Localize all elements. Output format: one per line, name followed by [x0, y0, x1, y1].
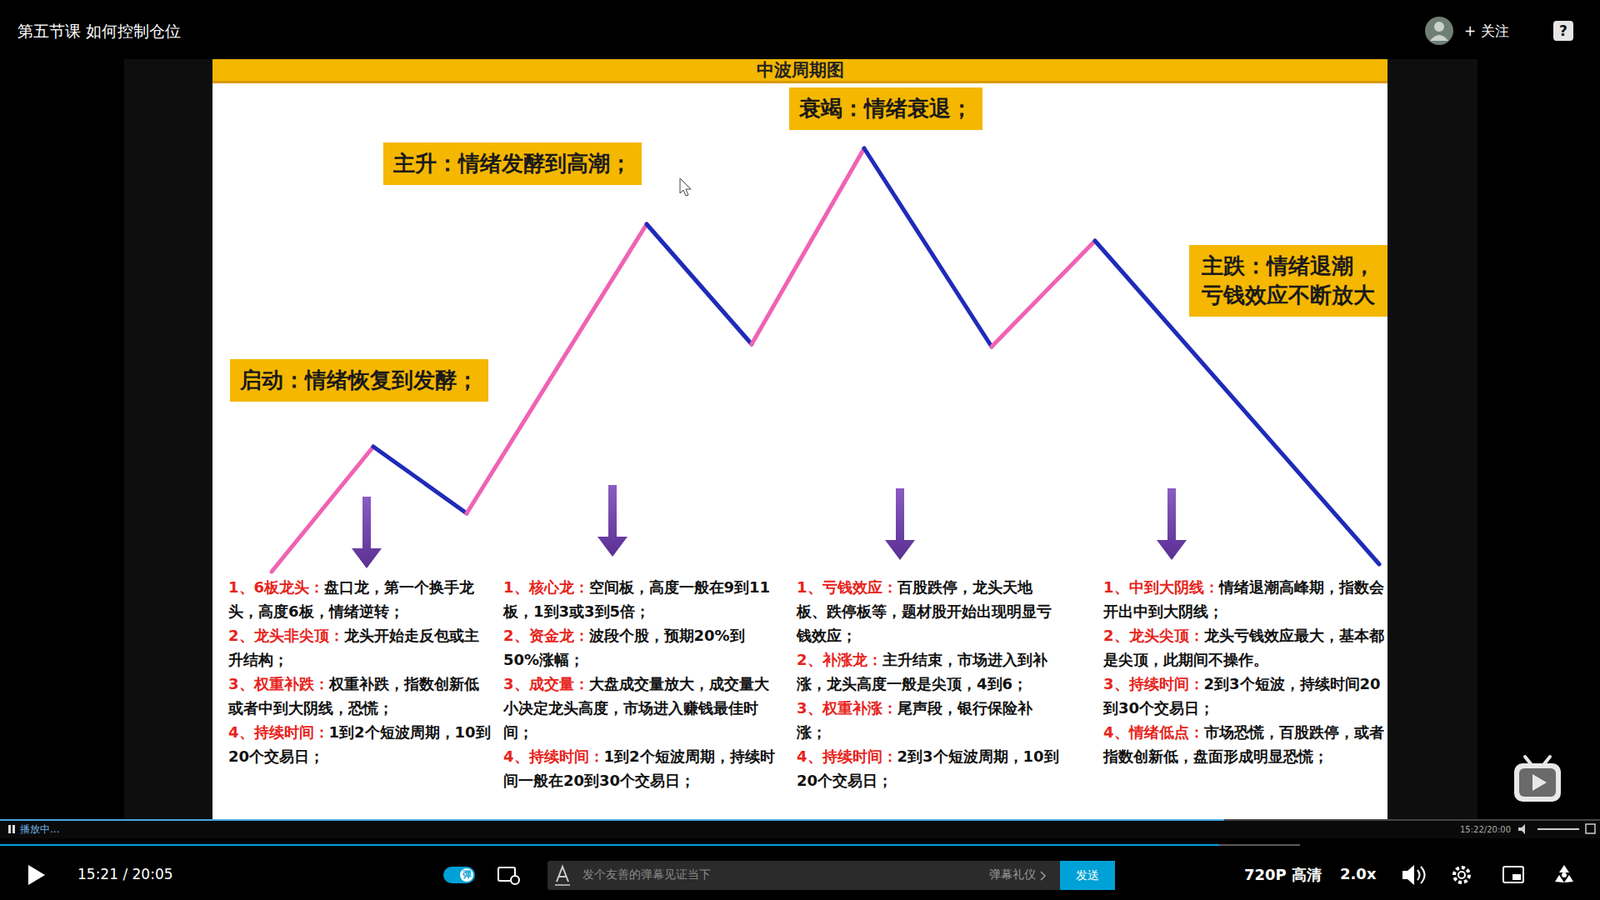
- mouse-cursor: [680, 178, 691, 196]
- avatar-body: [1430, 35, 1449, 41]
- note-item: 3、持续时间：2到3个短波，持续时间20到30个交易日；: [1103, 671, 1387, 720]
- avatar: [1425, 16, 1454, 45]
- stage-text: 主跌：情绪退潮， 亏钱效应不断放大: [1199, 251, 1378, 310]
- input-placeholder: 发个友善的弹幕见证当下: [582, 867, 711, 883]
- note-keyword: 1、亏钱效应：: [796, 578, 898, 596]
- note-item: 3、权重补跌：权重补跌，指数创新低或者中到大阴线，恐慌；: [228, 671, 494, 720]
- tv-icon: [1514, 756, 1561, 802]
- danmaku-toggle: [443, 866, 475, 884]
- status-strip: [0, 820, 1600, 839]
- mini-time: 15:22/20:00: [1460, 825, 1511, 835]
- note-item: 4、持续时间：1到2个短波周期，10到20个交易日；: [228, 720, 494, 769]
- settings-gear-hole: [1458, 871, 1465, 879]
- progress-line: [0, 819, 1225, 821]
- mini-volume-slider: [1537, 828, 1580, 830]
- stage-box: 主升：情绪发酵到高潮；: [383, 142, 642, 185]
- time-display: 15:21 / 20:05: [77, 865, 174, 883]
- note-keyword: 3、成交量：: [503, 675, 590, 693]
- follow-button: + 关注: [1464, 21, 1510, 41]
- note-column: 1、中到大阴线：情绪退潮高峰期，指数会开出中到大阴线；2、龙头尖顶：龙头亏钱效应…: [1103, 575, 1387, 769]
- note-item: 4、持续时间：2到3个短波周期，10到20个交易日；: [796, 744, 1060, 793]
- mini-fullscreen: [1585, 824, 1595, 834]
- note-item: 1、6板龙头：盘口龙，第一个换手龙头，高度6板，情绪逆转；: [228, 575, 494, 624]
- settings-gear: [1454, 867, 1470, 883]
- note-keyword: 4、持续时间：: [796, 747, 898, 765]
- progress-rest: [1224, 819, 1600, 821]
- danmaku-settings-gear: [510, 875, 520, 885]
- slide-ground: [212, 59, 1388, 820]
- note-keyword: 1、6板龙头：: [228, 578, 325, 596]
- note-item: 4、情绪低点：市场恐慌，百股跌停，或者指数创新低，盘面形成明显恐慌；: [1103, 720, 1387, 769]
- note-keyword: 3、权重补跌：: [228, 675, 330, 693]
- note-item: 4、持续时间：1到2个短波周期，持续时间一般在20到30个交易日；: [503, 744, 775, 793]
- stage-text: 启动：情绪恢复到发酵；: [240, 365, 479, 395]
- font-icon: [556, 866, 569, 882]
- note-item: 2、补涨龙：主升结束，市场进入到补涨，龙头高度一般是尖顶，4到6；: [796, 647, 1060, 696]
- diagram-title: 中波周期图: [212, 59, 1388, 82]
- pause-icon: [8, 825, 11, 834]
- help-icon: ?: [1553, 20, 1574, 41]
- note-item: 1、核心龙：空间板，高度一般在9到11板，1到3或3到5倍；: [503, 575, 775, 624]
- buffer-bar: [1219, 844, 1300, 846]
- note-keyword: 3、权重补涨：: [796, 699, 898, 717]
- danmaku-toggle-knob: [460, 868, 474, 882]
- note-keyword: 4、情绪低点：: [1103, 723, 1205, 741]
- note-item: 2、龙头尖顶：龙头亏钱效应最大，基本都是尖顶，此期间不操作。: [1103, 623, 1387, 672]
- pip-icon: [1503, 866, 1524, 883]
- stage-box: 启动：情绪恢复到发酵；: [230, 359, 489, 402]
- etiquette-link: 弹幕礼仪: [989, 867, 1036, 883]
- note-column: 1、亏钱效应：百股跌停，龙头天地板、跌停板等，题材股开始出现明显亏钱效应；2、补…: [796, 575, 1060, 793]
- play-icon: [28, 865, 45, 885]
- note-keyword: 2、龙头尖顶：: [1103, 626, 1205, 645]
- pip-icon-inner: [1512, 874, 1521, 880]
- font-icon-line: [555, 884, 570, 886]
- progress-bar: [0, 844, 1220, 846]
- pause-icon: [12, 825, 15, 834]
- note-column: 1、核心龙：空间板，高度一般在9到11板，1到3或3到5倍；2、资金龙：波段个股…: [503, 575, 775, 793]
- down-arrow: [351, 485, 1187, 569]
- avatar-head: [1434, 21, 1445, 32]
- note-keyword: 4、持续时间：: [228, 723, 330, 741]
- extra-icon: [1561, 872, 1567, 878]
- speed-button: 2.0x: [1340, 865, 1377, 883]
- note-keyword: 2、龙头非尖顶：: [228, 626, 345, 645]
- danmaku-input: [547, 860, 1115, 890]
- volume-icon: [1402, 865, 1415, 885]
- note-keyword: 1、中到大阴线：: [1103, 578, 1220, 596]
- status-text: 播放中...: [20, 823, 60, 835]
- mini-volume: [1518, 824, 1525, 835]
- title-band-edge: [212, 80, 1388, 84]
- note-item: 2、龙头非尖顶：龙头开始走反包或主升结构；: [228, 623, 494, 672]
- note-keyword: 2、资金龙：: [503, 626, 590, 645]
- stage-box: 衰竭：情绪衰退；: [789, 87, 983, 130]
- note-item: 1、亏钱效应：百股跌停，龙头天地板、跌停板等，题材股开始出现明显亏钱效应；: [796, 575, 1060, 648]
- send-button: [1060, 860, 1115, 890]
- note-keyword: 1、核心龙：: [503, 578, 590, 596]
- note-item: 2、资金龙：波段个股，预期20%到50%涨幅；: [503, 623, 775, 672]
- note-item: 3、权重补涨：尾声段，银行保险补涨；: [796, 695, 1060, 745]
- chevron: [1040, 871, 1045, 880]
- stage-box: 主跌：情绪退潮， 亏钱效应不断放大: [1189, 245, 1388, 317]
- video-area: [124, 59, 1478, 820]
- note-keyword: 2、补涨龙：: [796, 650, 883, 669]
- stage-text: 主升：情绪发酵到高潮；: [393, 149, 632, 179]
- window-title: 第五节课 如何控制仓位: [17, 20, 181, 43]
- send-text: 发送: [1060, 860, 1115, 890]
- extra-icon: [1555, 865, 1574, 883]
- danmaku-toggle-text: 弹: [460, 868, 474, 882]
- note-column: 1、6板龙头：盘口龙，第一个换手龙头，高度6板，情绪逆转；2、龙头非尖顶：龙头开…: [228, 575, 494, 769]
- note-keyword: 4、持续时间：: [503, 747, 605, 765]
- title-band: [212, 59, 1388, 84]
- quality-button: 720P 高清: [1244, 865, 1322, 885]
- volume-waves: [1417, 866, 1425, 884]
- stage-text: 衰竭：情绪衰退；: [799, 94, 973, 124]
- note-keyword: 3、持续时间：: [1103, 675, 1205, 693]
- note-item: 3、成交量：大盘成交量放大，成交量大小决定龙头高度，市场进入赚钱最佳时间；: [503, 671, 775, 745]
- note-item: 1、中到大阴线：情绪退潮高峰期，指数会开出中到大阴线；: [1103, 575, 1387, 624]
